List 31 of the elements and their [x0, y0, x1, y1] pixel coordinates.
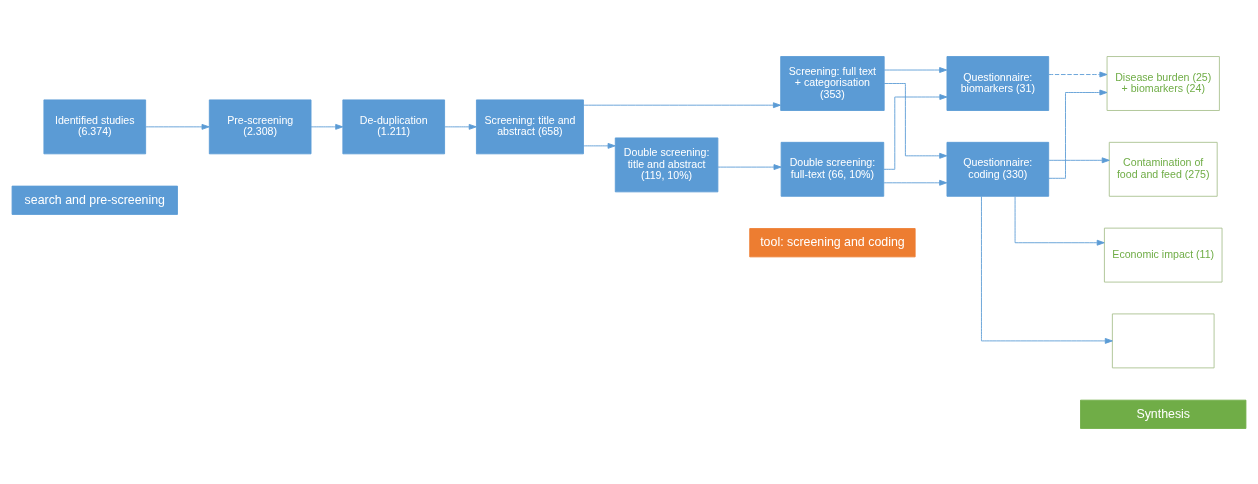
- node-box: Screening: title and abstract (658): [476, 98, 584, 154]
- arrow: [717, 163, 782, 170]
- node-box: Economic impact (11): [1103, 227, 1223, 282]
- arrow: [883, 179, 948, 186]
- node-box: Contamination of food and feed (275): [1108, 141, 1218, 197]
- node-box: tool: screening and coding: [749, 227, 916, 257]
- arrow: [583, 142, 616, 149]
- node-box: De-duplication (1.211): [342, 98, 446, 154]
- node-box: Questionnaire: biomarkers (31): [946, 55, 1050, 111]
- arrow: [583, 101, 781, 108]
- node-box: Disease burden (25) + biomarkers (24): [1106, 55, 1220, 111]
- node-box: Pre-screening (2.308): [208, 98, 312, 154]
- arrow: [1048, 156, 1110, 163]
- node-box: Identified studies (6.374): [43, 98, 147, 154]
- node-box: Questionnaire: coding (330): [946, 141, 1050, 197]
- arrow: [310, 123, 344, 130]
- arrow: [444, 123, 477, 130]
- node-box: search and pre-screening: [11, 185, 178, 215]
- arrow: [883, 82, 948, 159]
- arrow: [883, 93, 948, 170]
- node-box: Screening: full text + categorisation (353): [780, 55, 885, 111]
- arrow: [981, 195, 1113, 344]
- arrow: [145, 123, 210, 130]
- arrow: [1048, 89, 1108, 179]
- node-box: [1111, 313, 1215, 368]
- node-box: Synthesis: [1080, 399, 1247, 429]
- arrow: [1048, 71, 1108, 77]
- arrow: [1014, 195, 1105, 246]
- arrow: [883, 66, 948, 73]
- node-box: Double screening: title and abstract (119, 10%): [614, 136, 719, 192]
- node-box: Double screening: full-text (66, 10%): [780, 141, 885, 197]
